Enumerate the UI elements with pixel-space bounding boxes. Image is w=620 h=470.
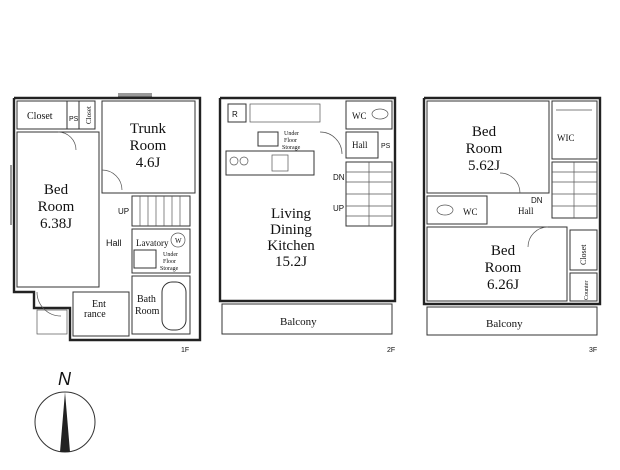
floor-2f-stove-burner-1: [229, 156, 239, 166]
floor-1f-entrance-line1: Ent: [92, 299, 106, 310]
floor-3f-bedroom2-line2: Room: [485, 260, 522, 276]
floor-2f-wc-label: WC: [352, 111, 367, 121]
floor-3f-closet-box: [569, 229, 598, 271]
floor-3f-wc-box: [426, 195, 488, 225]
floor-1f-entrance-door: [36, 291, 62, 317]
floor-1f: Closet PS Closet Bed Room 6.38J Trunk Ro…: [10, 93, 202, 354]
floor-2f: Balcony R Under Floor Storage Living Din…: [218, 96, 397, 354]
floor-3f-counter-box: [569, 272, 598, 302]
floor-2f-ps-label: PS: [381, 143, 391, 150]
compass: N: [34, 369, 96, 453]
floor-2f-wc-box: [345, 100, 393, 130]
floor-3f-stair: [551, 161, 598, 219]
floor-1f-ps-label: PS: [69, 116, 79, 123]
floor-1f-up-label: UP: [118, 207, 129, 216]
floor-2f-ldk-line2: Dining: [270, 222, 312, 238]
floor-1f-washer-label: W: [175, 237, 182, 245]
floor-3f-wic-label: WIC: [557, 133, 575, 143]
floor-2f-balcony-label: Balcony: [280, 316, 317, 328]
floor-1f-trunk-line1: Trunk: [130, 121, 167, 137]
floor-3f-outer-wall: [422, 96, 602, 306]
floor-2f-stove-burner-2: [239, 156, 249, 166]
floor-1f-bedroom-area: 6.38J: [40, 216, 72, 232]
floor-2f-toilet: [371, 108, 389, 120]
floor-2f-r-mark: R: [232, 110, 238, 119]
floor-1f-entrance-line2: rance: [84, 309, 106, 320]
floor-1f-closet-small-label: Closet: [85, 106, 93, 124]
floor-3f-balcony-label: Balcony: [486, 318, 523, 330]
floor-3f-balcony-box: [426, 306, 598, 336]
floor-3f-counter-label: Counter: [584, 281, 590, 300]
compass-needle-icon: [60, 392, 70, 452]
floor-3f-toilet: [436, 204, 454, 216]
floor-3f-bedroom1-line1: Bed: [472, 124, 497, 140]
floor-1f-hall-label: Hall: [106, 238, 122, 248]
floor-1f-bedroom-line2: Room: [38, 199, 75, 215]
floor-2f-label: 2F: [387, 347, 395, 354]
floor-2f-underfloor-line2: Floor: [284, 138, 297, 144]
floor-1f-bath-box: [131, 275, 191, 335]
floor-3f-dn-label: DN: [531, 196, 543, 205]
floor-3f-closet-label: Closet: [579, 244, 588, 265]
floor-2f-hall-box: [345, 131, 379, 159]
floor-1f-bath-line1: Bath: [137, 294, 156, 305]
floor-3f: Balcony Bed Room 5.62J WIC WC DN Hall Be…: [422, 96, 602, 354]
floor-1f-sink: [133, 249, 157, 269]
floor-1f-closet-label: Closet: [27, 111, 53, 122]
floor-2f-ldk-line3: Kitchen: [267, 238, 315, 254]
floor-1f-washer: [170, 232, 186, 248]
floor-2f-balcony-box: [221, 303, 393, 335]
floor-3f-wic-box: [551, 100, 598, 160]
floor-3f-bedroom2-area: 6.26J: [487, 277, 519, 293]
floor-1f-underfloor-line2: Floor: [163, 259, 176, 265]
floor-3f-bedroom2-line1: Bed: [491, 243, 516, 259]
floor-1f-bath-line2: Room: [135, 306, 160, 317]
floor-2f-outer-wall: [218, 96, 397, 303]
floor-3f-hall-label: Hall: [518, 206, 534, 216]
floor-1f-label: 1F: [181, 347, 189, 354]
floor-2f-underfloor-line1: Under: [284, 131, 299, 137]
floor-2f-ldk-area: 15.2J: [275, 254, 307, 270]
floor-2f-hall-label: Hall: [352, 140, 368, 150]
floor-3f-bedroom1-area: 5.62J: [468, 158, 500, 174]
floor-1f-bedroom-line1: Bed: [44, 182, 69, 198]
floor-1f-stair: [131, 195, 191, 227]
floor-2f-underfloor-line3: Storage: [282, 145, 301, 151]
floor-1f-underfloor-line3: Storage: [160, 266, 179, 272]
floor-1f-door-arc: [57, 131, 77, 151]
floor-1f-trunk-area: 4.6J: [136, 155, 161, 171]
floor-3f-label: 3F: [589, 347, 597, 354]
floor-1f-lavatory-box: [131, 228, 191, 274]
floor-1f-underfloor-line1: Under: [163, 252, 178, 258]
floor-2f-cabinet: [249, 103, 321, 123]
floor-2f-up-label: UP: [333, 204, 344, 213]
floor-2f-dn-label: DN: [333, 173, 345, 182]
floor-1f-lavatory-label: Lavatory: [136, 238, 169, 248]
floor-2f-kitchen-counter: [225, 150, 315, 176]
floor-1f-bathtub: [161, 281, 187, 331]
floor-3f-bedroom2-box: [426, 226, 568, 302]
floor-3f-wc-label: WC: [463, 207, 478, 217]
floor-1f-outer-wall: [12, 96, 202, 342]
floor-2f-underfloor-box: [257, 131, 279, 147]
floor-1f-trunk-box: [101, 100, 196, 194]
floor-3f-bedroom1-box: [426, 100, 550, 194]
floor-2f-kitchen-sink: [271, 154, 289, 172]
floor-3f-bedroom1-line2: Room: [466, 141, 503, 157]
floor-1f-trunk-line2: Room: [130, 138, 167, 154]
floor-1f-entrance-box: [72, 291, 130, 337]
floor-2f-ldk-line1: Living: [271, 206, 311, 222]
compass-north-label: N: [58, 369, 72, 389]
